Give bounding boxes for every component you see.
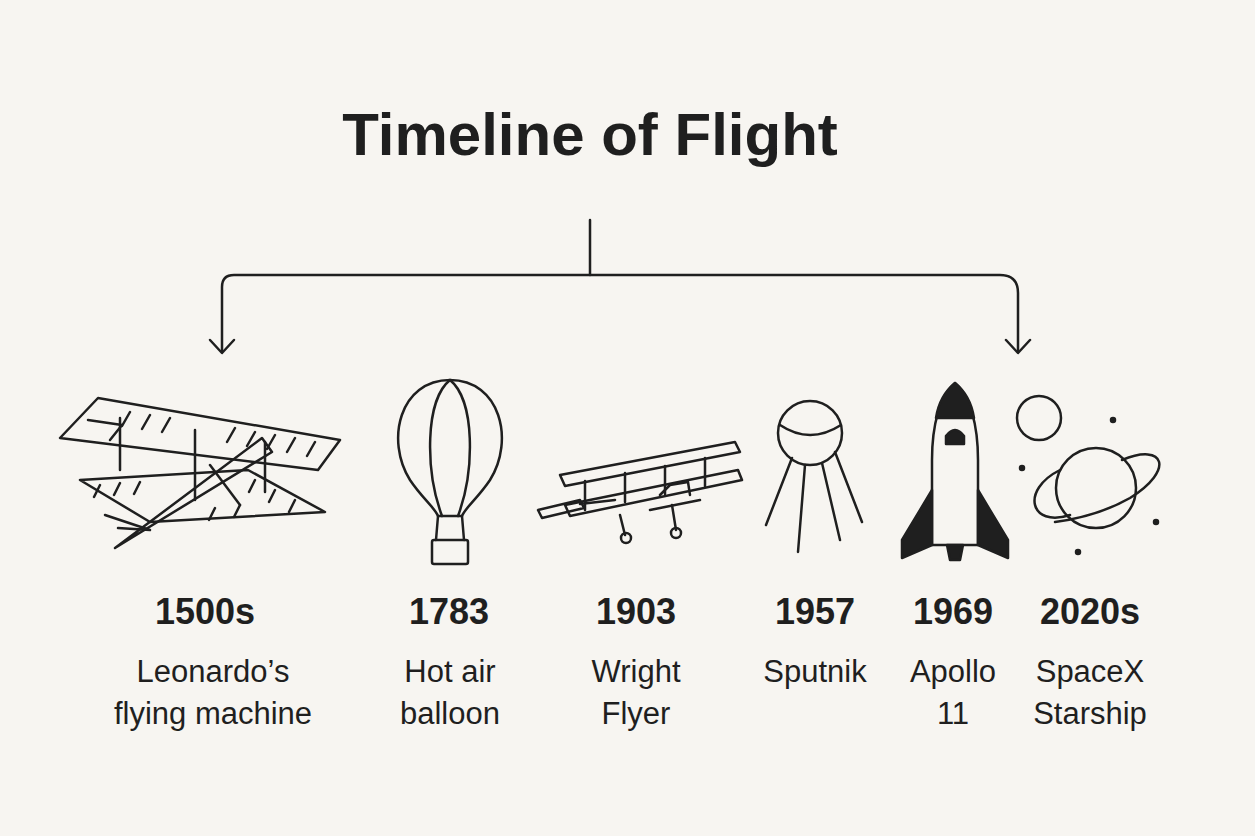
year-label: 1783: [389, 590, 509, 634]
leonardo-machine-icon: [60, 398, 340, 548]
event-label: Sputnik: [750, 651, 880, 693]
sputnik-icon: [766, 401, 862, 552]
wright-flyer-icon: [538, 442, 742, 543]
diagram-title: Timeline of Flight: [342, 100, 838, 170]
planets-icon: [1017, 396, 1159, 554]
year-label: 1957: [760, 590, 870, 634]
year-label: 1500s: [105, 590, 305, 634]
balloon-icon: [398, 380, 502, 564]
event-label: SpaceX Starship: [1017, 651, 1163, 735]
year-label: 1969: [898, 590, 1008, 634]
event-label: Apollo 11: [901, 651, 1005, 735]
event-label: Wright Flyer: [584, 651, 688, 735]
year-label: 2020s: [1025, 590, 1155, 634]
event-label: Leonardo’s flying machine: [99, 651, 327, 735]
bracket: [210, 220, 1030, 353]
event-label: Hot air balloon: [389, 651, 511, 735]
rocket-icon: [902, 383, 1008, 560]
year-label: 1903: [576, 590, 696, 634]
